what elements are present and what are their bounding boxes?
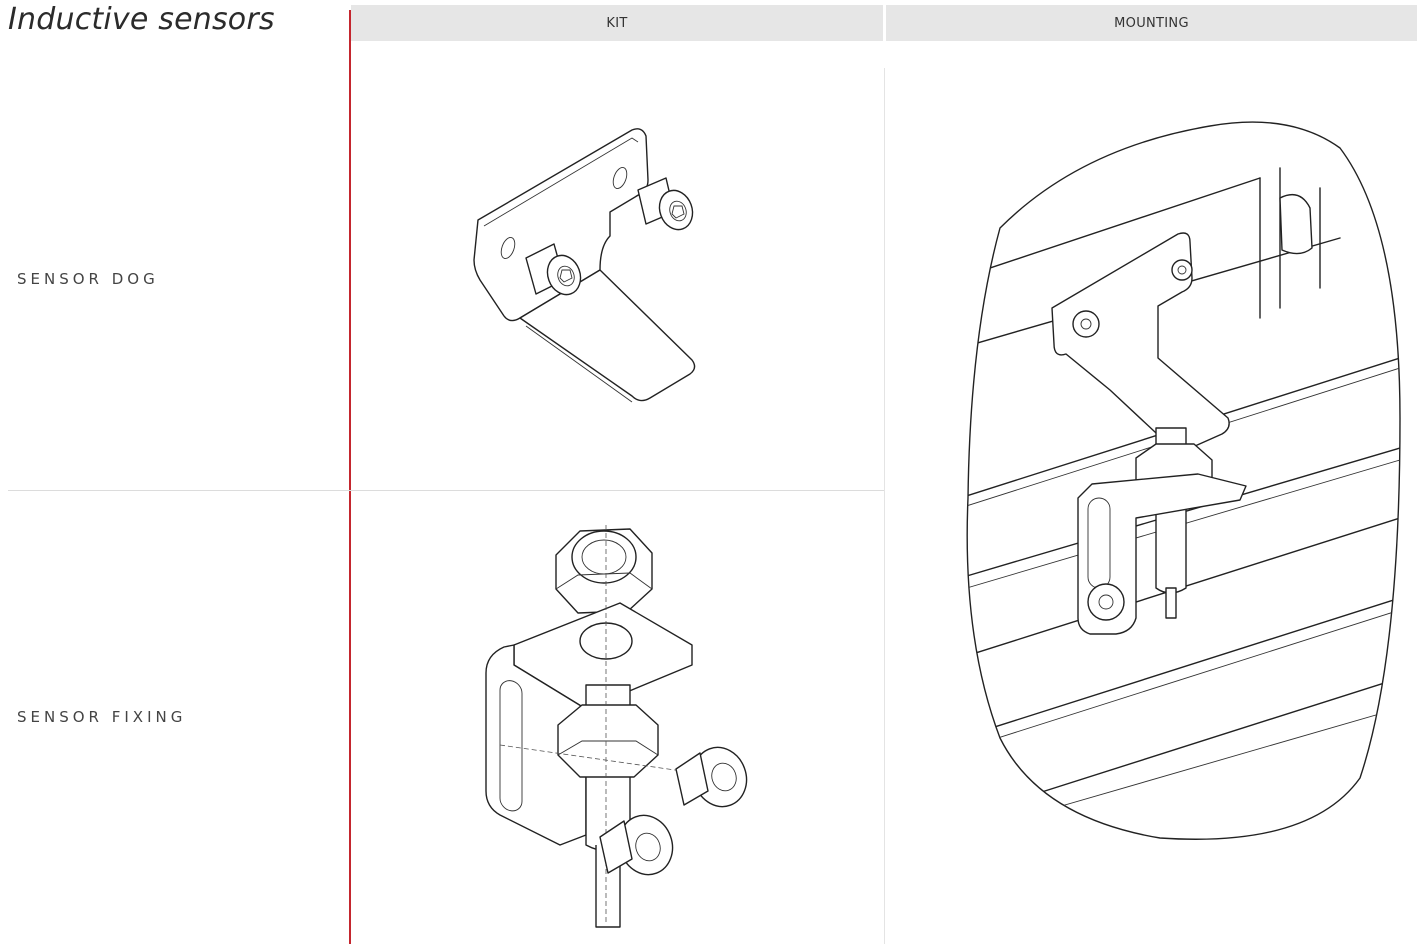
row-label-sensor-dog: SENSOR DOG: [17, 270, 159, 288]
column-header-mounting: MOUNTING: [886, 5, 1417, 41]
sensor-fixing-kit-drawing: [485, 525, 748, 928]
accent-divider: [349, 10, 351, 944]
sensor-dog-kit-drawing: [473, 128, 696, 403]
column-divider: [884, 68, 885, 944]
page-title: Inductive sensors: [8, 2, 275, 37]
mounting-drawing: [966, 121, 1401, 840]
row-label-sensor-fixing: SENSOR FIXING: [17, 708, 187, 726]
row-divider: [8, 490, 884, 491]
column-header-kit: KIT: [351, 5, 883, 41]
